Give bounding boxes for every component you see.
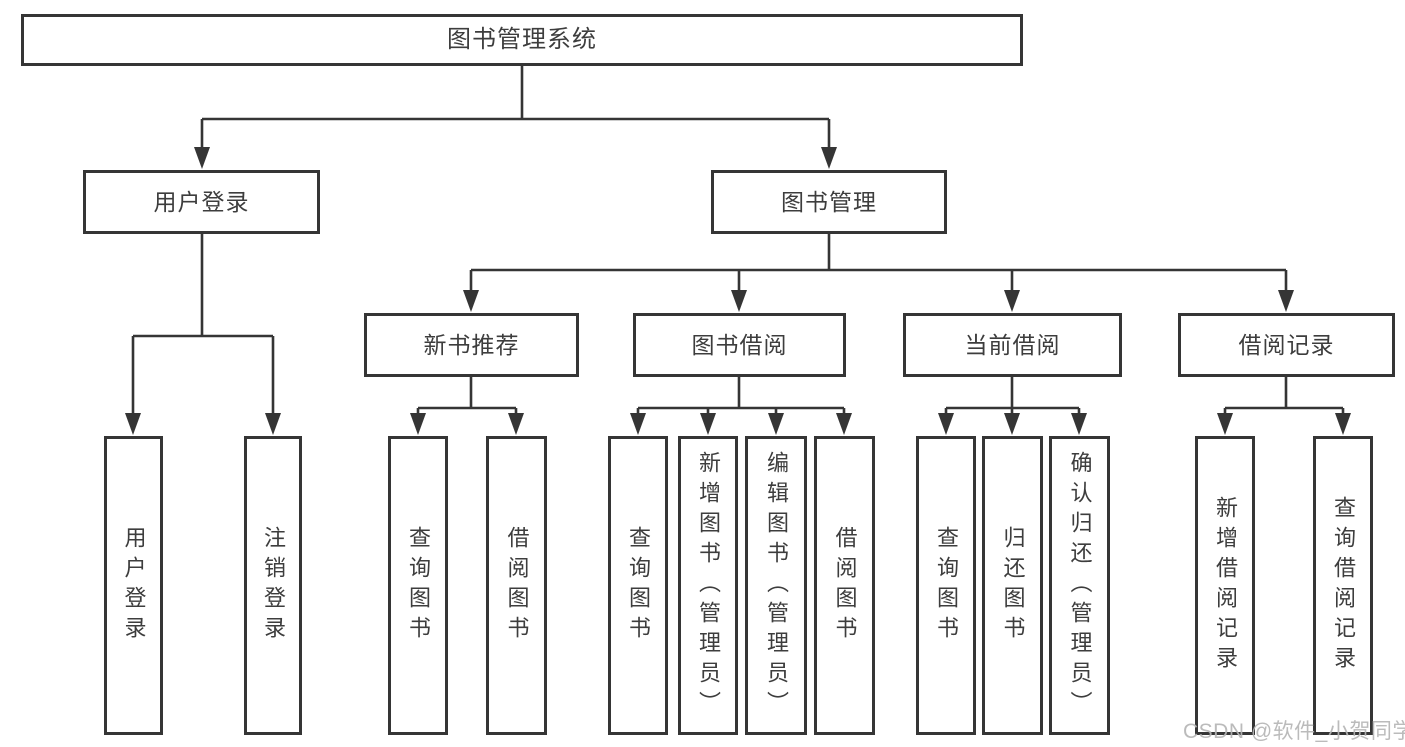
node-book-management: 图书管理 bbox=[711, 170, 947, 234]
leaf-borrowing-add-books-admin: 新增图书（管理员） bbox=[678, 436, 738, 735]
node-label: 图书管理 bbox=[781, 188, 877, 215]
leaf-newbooks-borrow-books: 借阅图书 bbox=[486, 436, 547, 735]
connector-paths bbox=[131, 66, 1345, 417]
node-label: 图书管理系统 bbox=[447, 26, 597, 53]
leaf-user-login: 用户登录 bbox=[104, 436, 163, 735]
node-label: 查询借阅记录 bbox=[1331, 495, 1356, 676]
leaf-current-confirm-return-admin: 确认归还（管理员） bbox=[1049, 436, 1110, 735]
node-label: 图书借阅 bbox=[691, 331, 788, 358]
node-borrowing-records: 借阅记录 bbox=[1178, 313, 1395, 377]
node-label: 新增借阅记录 bbox=[1213, 495, 1238, 676]
leaf-records-query-borrow-record: 查询借阅记录 bbox=[1313, 436, 1373, 735]
node-label: 新增图书（管理员） bbox=[696, 450, 721, 721]
leaf-borrowing-edit-books-admin: 编辑图书（管理员） bbox=[745, 436, 807, 735]
node-library-system: 图书管理系统 bbox=[21, 14, 1023, 66]
node-label: 归还图书 bbox=[1000, 525, 1026, 646]
node-label: 查询图书 bbox=[934, 525, 959, 646]
leaf-current-query-books: 查询图书 bbox=[916, 436, 976, 735]
node-user-login: 用户登录 bbox=[83, 170, 320, 234]
node-label: 用户登录 bbox=[153, 188, 250, 215]
node-label: 编辑图书（管理员） bbox=[764, 450, 789, 721]
node-label: 确认归还（管理员） bbox=[1067, 450, 1093, 721]
node-book-borrowing: 图书借阅 bbox=[633, 313, 846, 377]
node-label: 当前借阅 bbox=[964, 331, 1061, 358]
node-label: 借阅记录 bbox=[1238, 331, 1335, 358]
leaf-newbooks-query-books: 查询图书 bbox=[388, 436, 448, 735]
node-label: 注销登录 bbox=[261, 525, 286, 646]
leaf-records-add-borrow-record: 新增借阅记录 bbox=[1195, 436, 1255, 735]
node-label: 用户登录 bbox=[121, 525, 147, 646]
node-label: 借阅图书 bbox=[504, 525, 530, 646]
node-label: 借阅图书 bbox=[832, 525, 858, 646]
leaf-current-return-books: 归还图书 bbox=[982, 436, 1043, 735]
node-label: 新书推荐 bbox=[423, 331, 520, 358]
node-current-borrowing: 当前借阅 bbox=[903, 313, 1122, 377]
leaf-borrowing-borrow-books: 借阅图书 bbox=[814, 436, 875, 735]
leaf-borrowing-query-books: 查询图书 bbox=[608, 436, 668, 735]
watermark: CSDN @软件_小贺同学 bbox=[1183, 720, 1405, 743]
node-label: 查询图书 bbox=[406, 525, 431, 646]
node-label: 查询图书 bbox=[626, 525, 651, 646]
arrowheads bbox=[125, 147, 1351, 435]
leaf-logout-login: 注销登录 bbox=[244, 436, 302, 735]
node-new-book-recommendation: 新书推荐 bbox=[364, 313, 579, 377]
